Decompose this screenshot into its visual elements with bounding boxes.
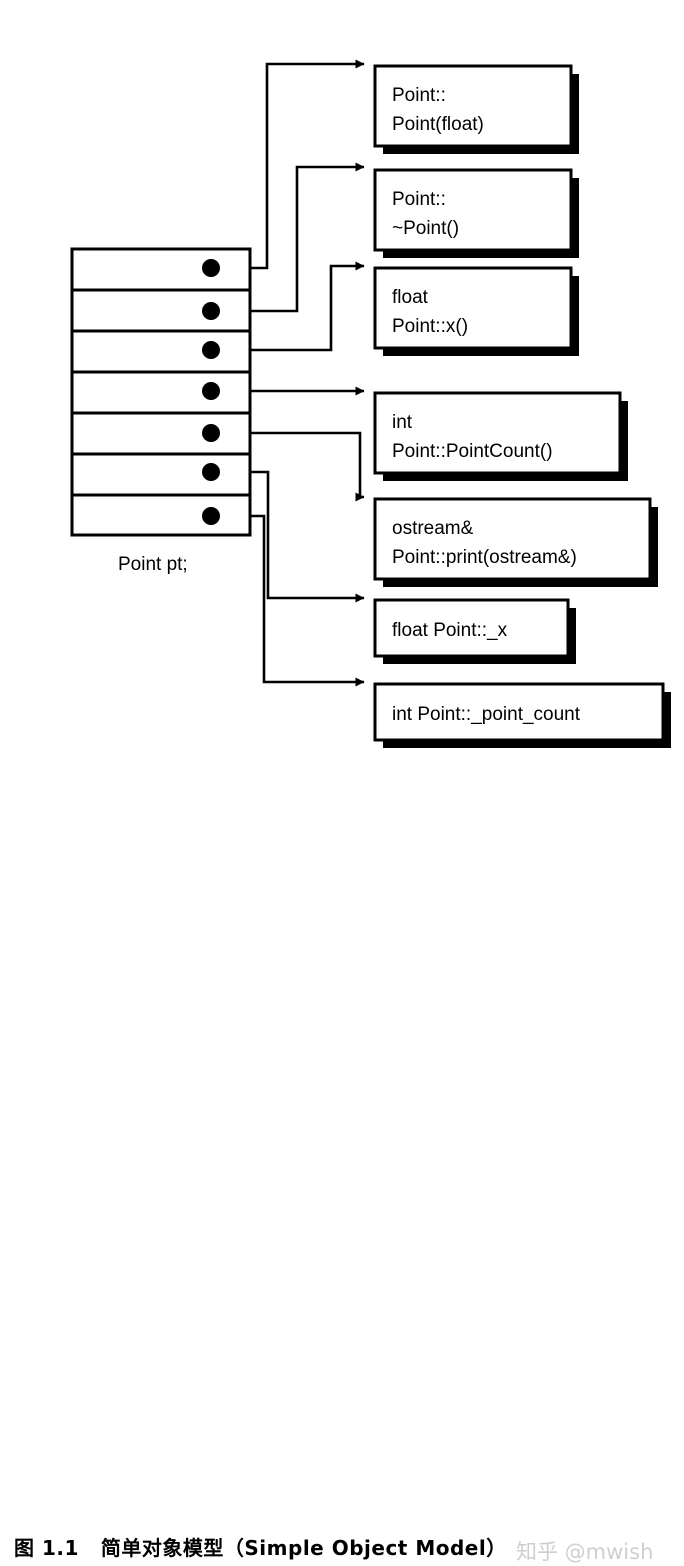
object-table-label: Point pt; — [118, 554, 188, 575]
member-box-0: Point:: Point(float) — [373, 64, 579, 154]
watermark: 知乎 @mwish — [516, 1540, 654, 1564]
member-box-5-line1: float Point::_x — [392, 620, 508, 641]
member-box-6-line1: int Point::_point_count — [392, 704, 581, 725]
connector-slot-4 — [211, 431, 365, 502]
connector-slot-2 — [211, 261, 365, 352]
pointer-dot — [202, 463, 220, 481]
diagram-canvas: Point pt; Point:: Point(float) Point:: ~… — [70, 59, 671, 748]
caption-line: 图 1.1 简单对象模型（Simple Object Model） — [14, 1532, 507, 1561]
slot-pointer-dots — [202, 259, 220, 525]
member-box-2: float Point::x() — [373, 266, 579, 356]
member-box-1-line2: ~Point() — [392, 218, 459, 239]
member-box-3: int Point::PointCount() — [373, 391, 628, 481]
member-box-1: Point:: ~Point() — [373, 168, 579, 258]
member-box-3-line2: Point::PointCount() — [392, 441, 553, 462]
member-box-0-line1: Point:: — [392, 85, 446, 106]
pointer-dot — [202, 341, 220, 359]
member-box-1-line1: Point:: — [392, 189, 446, 210]
member-box-0-line2: Point(float) — [392, 114, 484, 135]
member-box-4-line2: Point::print(ostream&) — [392, 547, 577, 568]
member-box-5: float Point::_x — [373, 598, 576, 664]
pointer-dot — [202, 259, 220, 277]
object-table: Point pt; — [70, 247, 252, 575]
caption-number: 图 1.1 — [14, 1536, 79, 1560]
member-box-4: ostream& Point::print(ostream&) — [373, 497, 658, 587]
pointer-dot — [202, 382, 220, 400]
pointer-dot — [202, 507, 220, 525]
pointer-dot — [202, 424, 220, 442]
member-box-2-line1: float — [392, 287, 429, 308]
pointer-dot — [202, 302, 220, 320]
member-box-4-line1: ostream& — [392, 518, 474, 539]
member-box-6: int Point::_point_count — [373, 682, 671, 748]
figure-simple-object-model: Point pt; Point:: Point(float) Point:: ~… — [0, 59, 684, 1564]
member-box-2-line2: Point::x() — [392, 316, 468, 337]
caption-title: 简单对象模型（Simple Object Model） — [100, 1536, 507, 1560]
figure-caption: 图 1.1 简单对象模型（Simple Object Model） 知乎 @mwi… — [0, 762, 684, 1564]
member-box-3-line1: int — [392, 412, 413, 433]
connector-slot-1 — [211, 162, 365, 313]
